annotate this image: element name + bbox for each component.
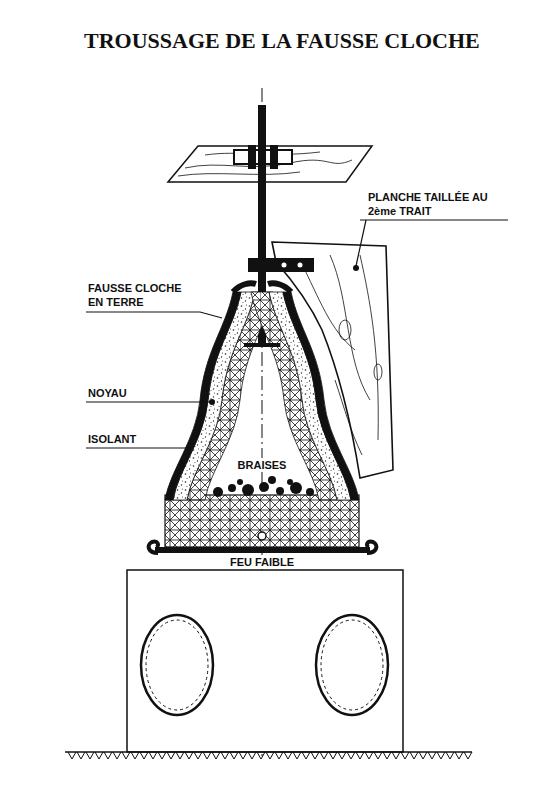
part-label: ISOLANT: [88, 432, 136, 446]
base-plate: [149, 542, 377, 553]
part-label: NOYAU: [88, 386, 127, 400]
part-label: FEU FAIBLE: [228, 555, 296, 569]
false-bell: [165, 283, 359, 547]
top-beam: [168, 145, 372, 182]
part-label: PLANCHE TAILLÉE AU 2ème TRAIT: [368, 190, 488, 218]
part-label: BRAISES: [236, 458, 289, 472]
pedestal: [127, 570, 403, 752]
ground-line: [65, 752, 472, 759]
leader-lines: [86, 220, 508, 448]
fire-mark: [258, 532, 266, 540]
part-label: FAUSSE CLOCHE EN TERRE: [88, 281, 192, 309]
arm-bracket: [248, 258, 314, 272]
diagram-title: TROUSSAGE DE LA FAUSSE CLOCHE: [84, 28, 480, 54]
leader-dot: [353, 265, 359, 271]
leader-dot: [209, 399, 215, 405]
